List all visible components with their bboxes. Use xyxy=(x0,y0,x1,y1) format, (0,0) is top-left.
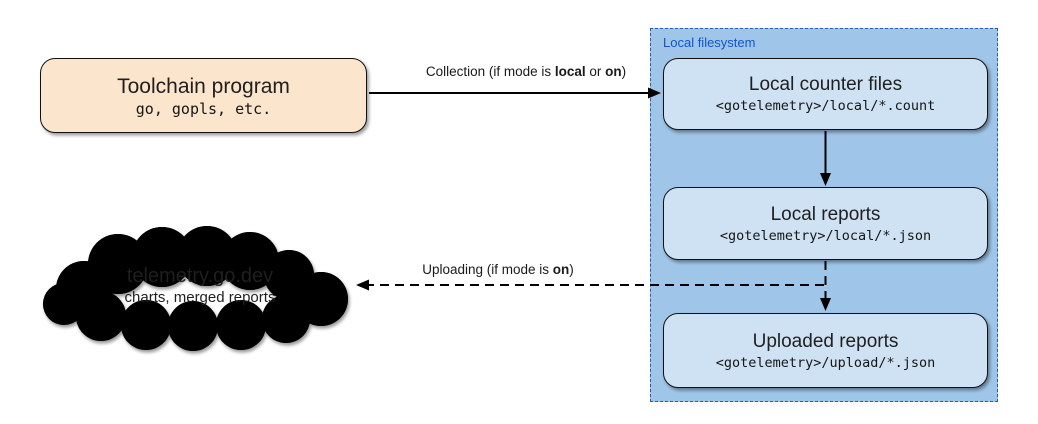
local-reports-path: <gotelemetry>/local/*.json xyxy=(719,227,932,244)
local-reports-node: Local reports <gotelemetry>/local/*.json xyxy=(663,187,988,260)
cloud-subtitle: charts, merged reports xyxy=(124,289,276,306)
uploaded-reports-path: <gotelemetry>/upload/*.json xyxy=(715,354,936,371)
uploading-edge-label: Uploading (if mode is on) xyxy=(348,261,648,278)
telemetry-cloud-node: telemetry.go.dev charts, merged reports xyxy=(50,264,350,307)
toolchain-program-node: Toolchain program go, gopls, etc. xyxy=(40,58,367,133)
toolchain-subtitle: go, gopls, etc. xyxy=(135,99,272,118)
collection-mode-on: on xyxy=(605,64,622,79)
collection-label-mid: or xyxy=(585,64,606,79)
collection-label-pre: Collection (if mode is xyxy=(425,64,555,79)
uploaded-reports-node: Uploaded reports <gotelemetry>/upload/*.… xyxy=(663,313,988,388)
cloud-title: telemetry.go.dev xyxy=(126,265,274,287)
collection-arrow xyxy=(369,87,661,99)
local-counter-files-path: <gotelemetry>/local/*.count xyxy=(715,98,936,114)
local-counter-files-node: Local counter files <gotelemetry>/local/… xyxy=(663,58,988,130)
toolchain-title: Toolchain program xyxy=(117,74,290,98)
uploading-mode-on: on xyxy=(552,262,570,277)
uploading-label-pre: Uploading (if mode is xyxy=(422,262,553,277)
collection-edge-label: Collection (if mode is local or on) xyxy=(376,63,676,80)
local-reports-title: Local reports xyxy=(770,203,881,225)
collection-label-post: ) xyxy=(621,64,627,79)
uploading-label-post: ) xyxy=(569,262,574,277)
local-filesystem-label: Local filesystem xyxy=(663,35,756,50)
uploaded-reports-title: Uploaded reports xyxy=(752,330,899,352)
collection-mode-local: local xyxy=(554,64,586,79)
local-counter-files-title: Local counter files xyxy=(748,74,903,95)
